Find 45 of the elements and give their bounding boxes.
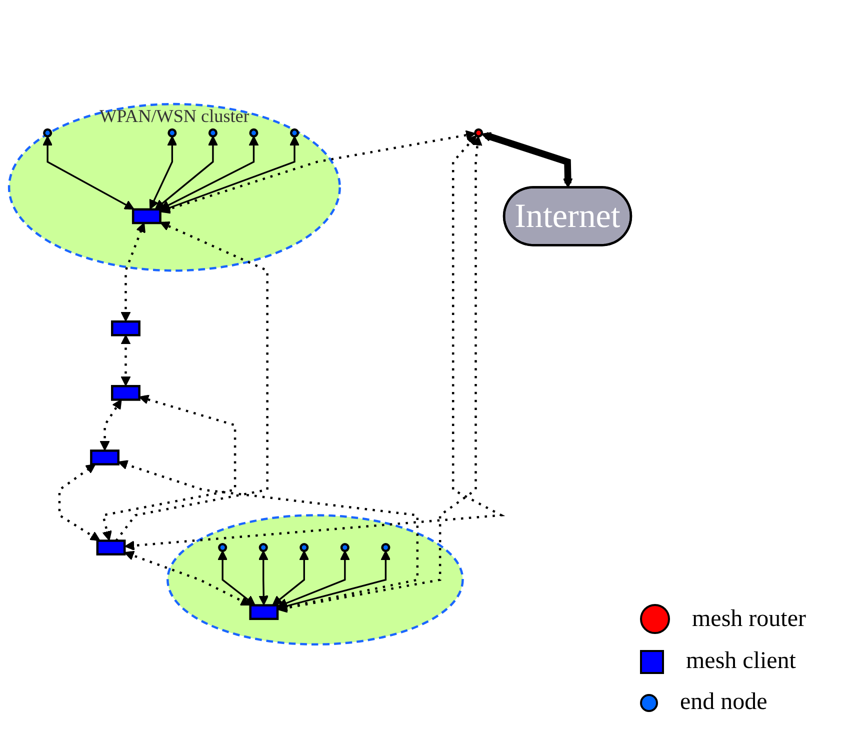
node-circle	[249, 128, 258, 138]
node-box	[111, 385, 140, 402]
node-box	[249, 604, 279, 620]
arrow	[272, 550, 310, 606]
node-circle	[340, 543, 350, 552]
arrow	[218, 550, 256, 606]
arrow	[160, 136, 259, 210]
node-circle	[208, 128, 218, 138]
arrow	[124, 551, 250, 606]
node-circle	[258, 543, 268, 552]
legend-label: end node	[680, 689, 768, 716]
arrow	[160, 130, 476, 214]
arrow	[278, 550, 391, 612]
node-box	[132, 208, 162, 224]
arrow	[258, 550, 269, 606]
arrow	[124, 135, 506, 551]
arrow	[118, 460, 419, 612]
cluster-circle	[166, 514, 464, 646]
arrow	[120, 334, 131, 386]
node-circle	[290, 128, 300, 138]
node-box	[111, 320, 140, 337]
cluster-circle	[8, 103, 341, 272]
arrow	[278, 136, 482, 614]
node-circle	[218, 543, 228, 552]
arrow	[149, 136, 178, 210]
arrow	[102, 394, 236, 542]
network-diagram: WPAN/WSN cluster Internet	[0, 95, 640, 654]
arrow	[58, 464, 100, 542]
node-circle	[43, 128, 52, 138]
arrow	[42, 136, 134, 210]
node-circle	[168, 128, 177, 138]
node-box	[96, 540, 126, 556]
node-box	[90, 450, 120, 466]
arrow	[481, 132, 573, 188]
legend-label: mesh router	[692, 606, 806, 632]
node-circle	[474, 128, 484, 138]
node-circle	[381, 543, 390, 552]
arrow	[120, 222, 146, 322]
arrow	[115, 222, 268, 542]
arrow	[154, 136, 218, 210]
arrow	[160, 136, 300, 213]
arrow	[100, 400, 122, 451]
legend-label: mesh client	[686, 648, 796, 675]
node-circle	[300, 543, 309, 552]
arrow	[278, 550, 350, 608]
